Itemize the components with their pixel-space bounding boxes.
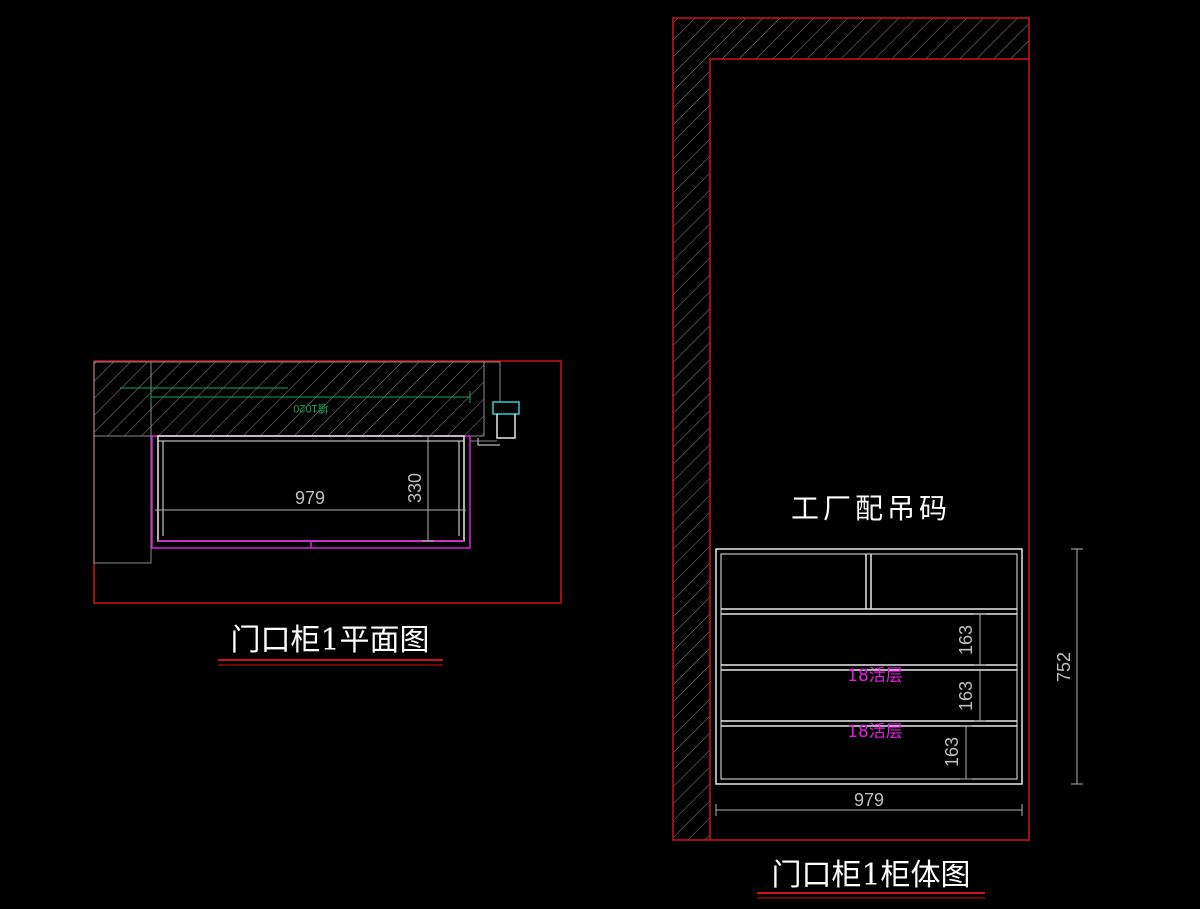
elev-wall-top-hatch <box>673 18 1029 59</box>
elev-width-dim <box>715 804 1023 816</box>
plan-wall-return <box>93 436 152 564</box>
elev-title: 门口柜1柜体图 <box>771 858 970 893</box>
elev-shelf-dims <box>960 613 986 780</box>
elev-width-dim-label: 979 <box>854 790 884 810</box>
elev-shelf-label-1: 18活层 <box>847 666 903 686</box>
elev-frame-inner <box>709 58 1029 840</box>
elev-height-dim <box>1071 548 1083 785</box>
plan-door-frame-detail <box>470 401 520 446</box>
plan-cabinet <box>151 435 471 549</box>
elev-shelf-dim-2: 163 <box>956 681 976 711</box>
elev-height-dim-label: 752 <box>1054 652 1074 682</box>
plan-wall-hatch <box>93 361 485 437</box>
elev-shelf-label-2: 18活层 <box>847 722 903 742</box>
elevation-view: 工厂配吊码 163 163 16 <box>672 17 1083 899</box>
elev-shelf-dim-3: 163 <box>942 737 962 767</box>
plan-view: 墙1020 979 330 门口柜1平面图 <box>93 360 562 666</box>
elev-wall-left-hatch <box>673 59 710 840</box>
plan-width-dim-label: 979 <box>295 488 325 508</box>
elev-note: 工厂配吊码 <box>791 492 951 525</box>
plan-depth-dim-label: 330 <box>405 473 425 503</box>
elev-shelf-dim-1: 163 <box>956 625 976 655</box>
elev-frame-outer <box>672 17 1030 841</box>
plan-green-dim-label: 墙1020 <box>293 402 328 416</box>
plan-title: 门口柜1平面图 <box>230 623 429 658</box>
